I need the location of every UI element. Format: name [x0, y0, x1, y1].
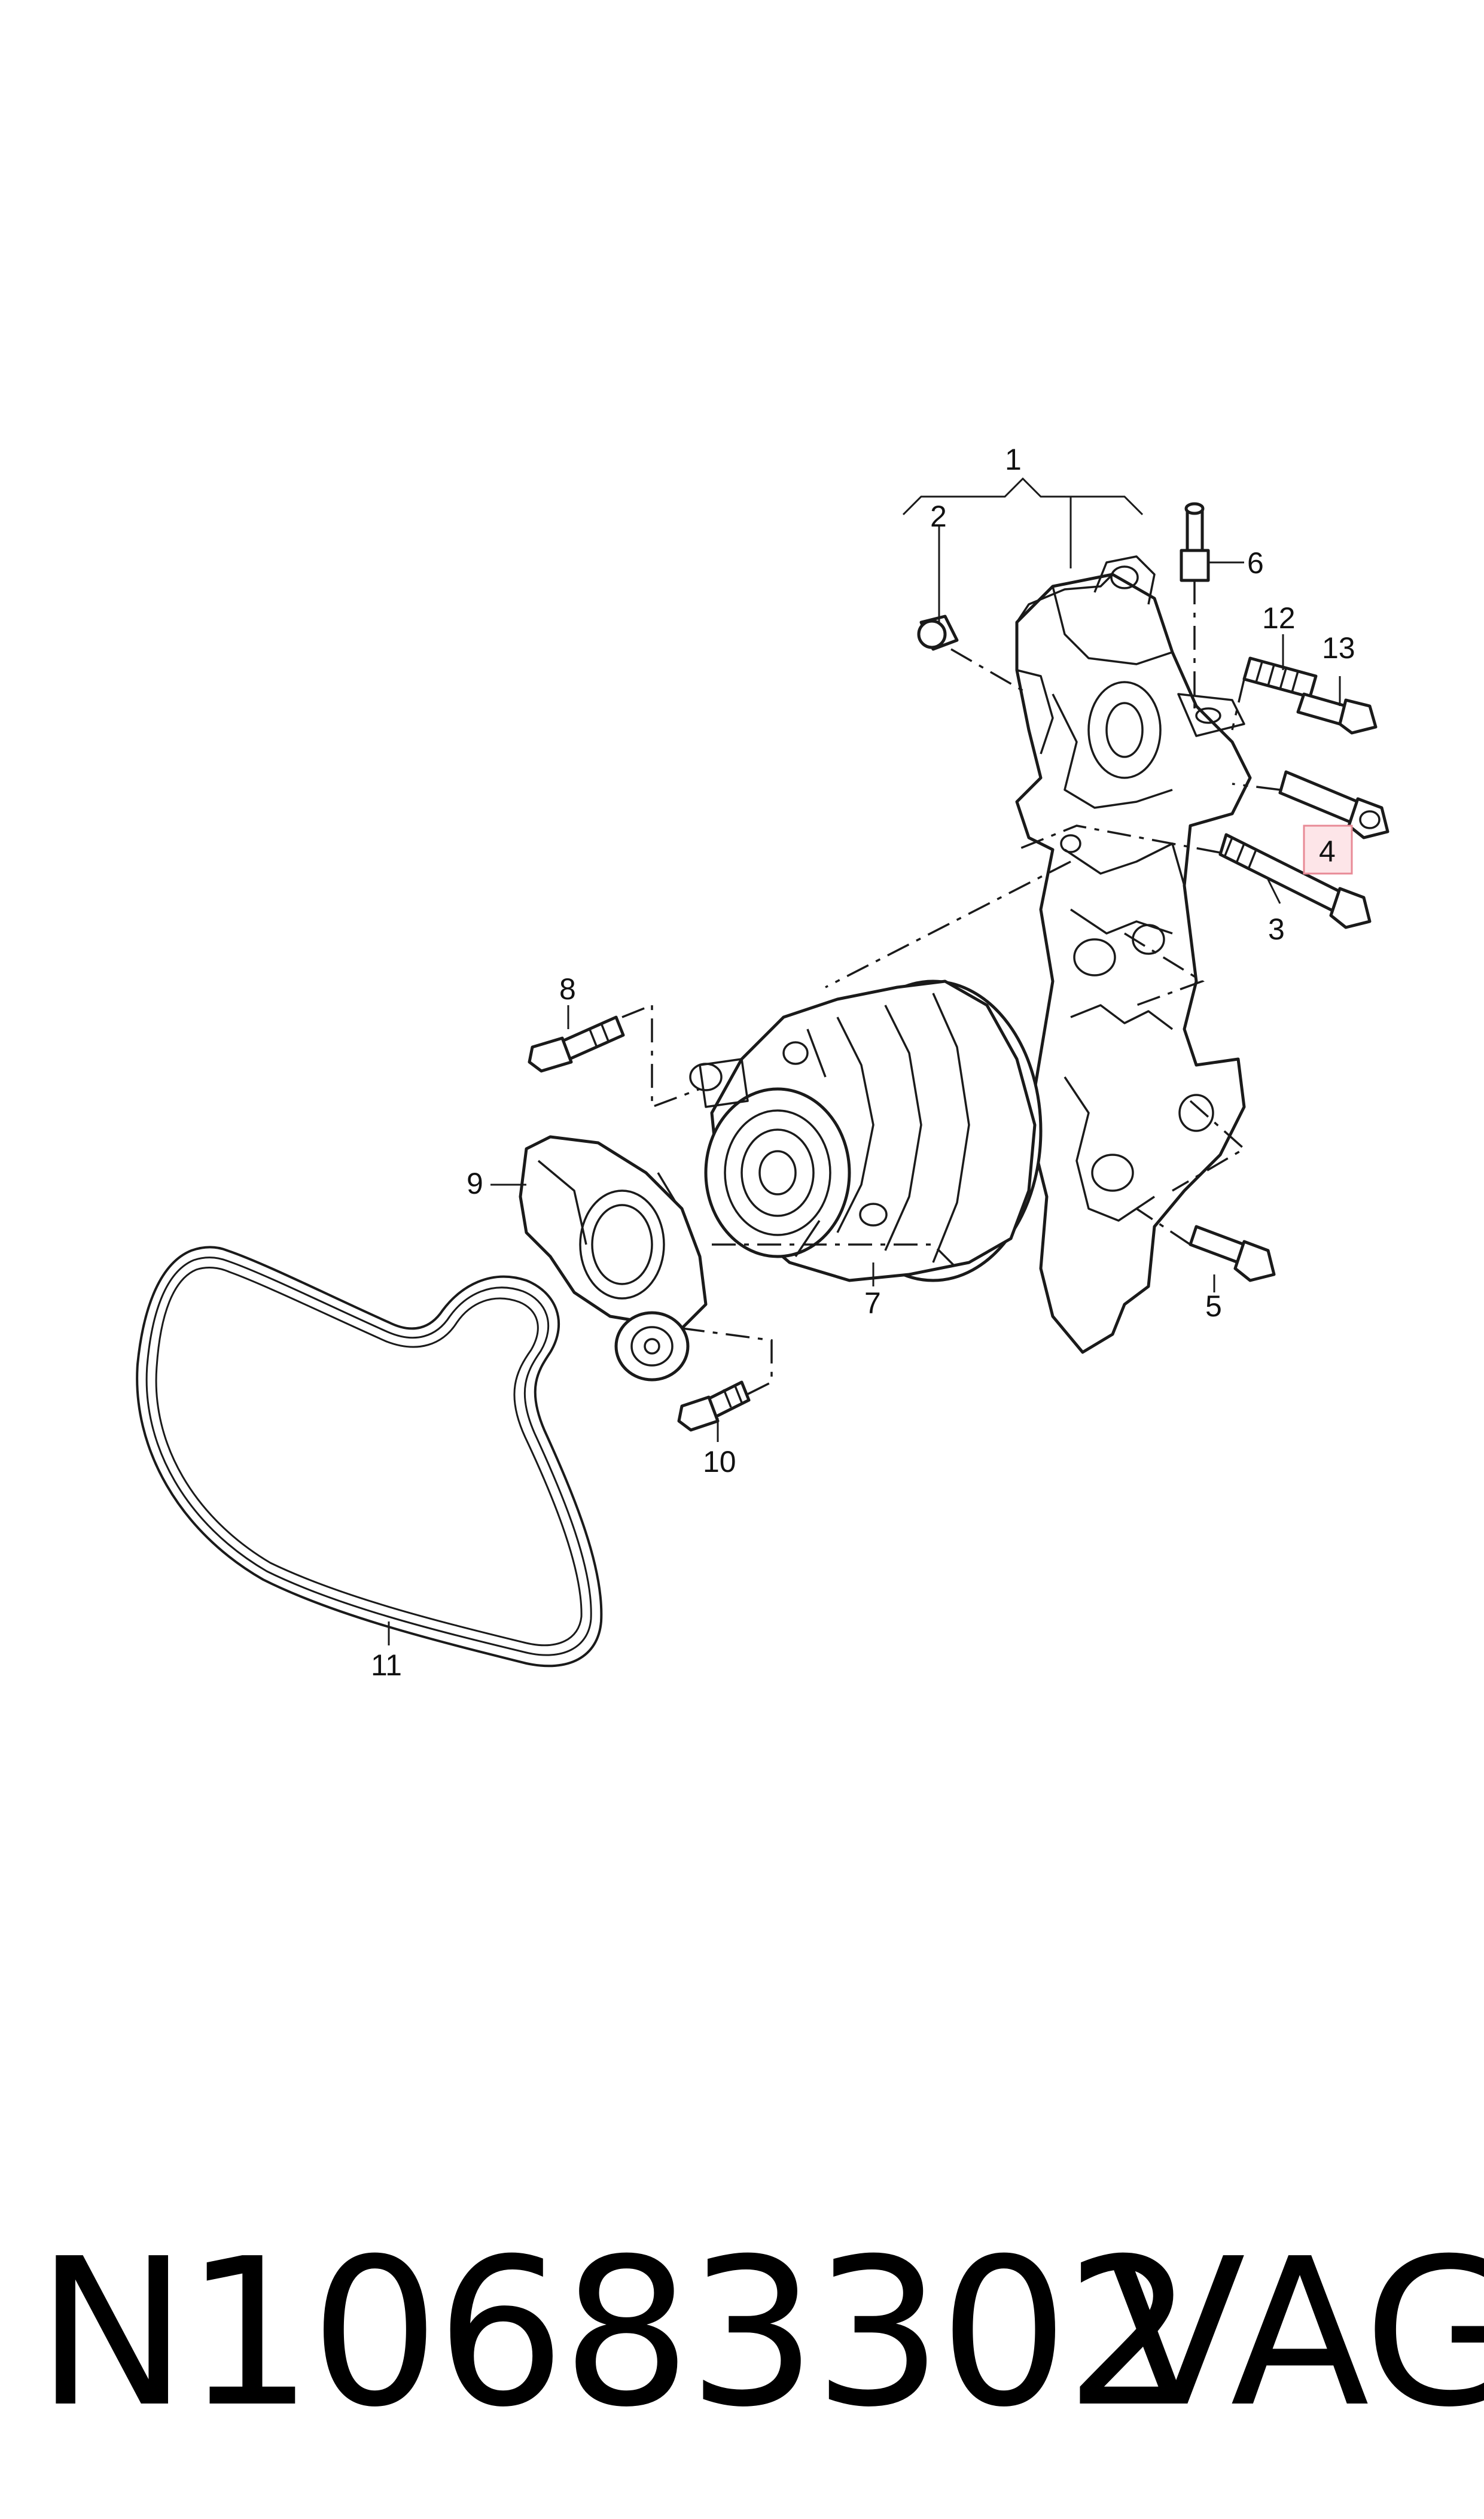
callout-8[interactable]: 8: [559, 972, 576, 1006]
bolt-part-13[interactable]: [1296, 692, 1378, 735]
callout-5[interactable]: 5: [1205, 1289, 1222, 1323]
stud-part-12[interactable]: [1242, 656, 1318, 699]
ribbed-belt[interactable]: [136, 1246, 603, 1668]
belt-tensioner[interactable]: [519, 1135, 708, 1382]
bolt-part-3[interactable]: [1218, 833, 1372, 929]
part-number: N10683302: [36, 2215, 1194, 2452]
sleeve-part-2[interactable]: [917, 614, 959, 651]
callout-13[interactable]: 13: [1322, 631, 1355, 665]
brand-name: VAG: [1107, 2215, 1484, 2452]
callout-11[interactable]: 11: [371, 1648, 402, 1682]
callout-9[interactable]: 9: [467, 1167, 483, 1200]
bolt-part-6[interactable]: [1180, 502, 1210, 582]
bolt-part-10[interactable]: [677, 1380, 751, 1432]
callout-10[interactable]: 10: [703, 1445, 736, 1478]
mounting-bracket[interactable]: [1015, 555, 1252, 1354]
bolt-part-4[interactable]: [1278, 770, 1389, 839]
callout-3[interactable]: 3: [1268, 912, 1285, 946]
leader-lines: [388, 497, 1341, 1645]
callout-6[interactable]: 6: [1247, 546, 1264, 580]
callout-1[interactable]: 1: [1005, 443, 1022, 476]
callout-4-highlight: [1303, 825, 1353, 875]
assembly-centerlines: [621, 580, 1281, 1395]
callout-2[interactable]: 2: [930, 500, 947, 533]
callout-7[interactable]: 7: [864, 1286, 881, 1320]
bolt-part-5[interactable]: [1189, 1225, 1276, 1282]
alternator[interactable]: [689, 979, 1043, 1282]
callout-4[interactable]: 4: [1319, 835, 1336, 868]
bolt-part-8[interactable]: [528, 1015, 625, 1073]
callout-12[interactable]: 12: [1262, 601, 1296, 635]
